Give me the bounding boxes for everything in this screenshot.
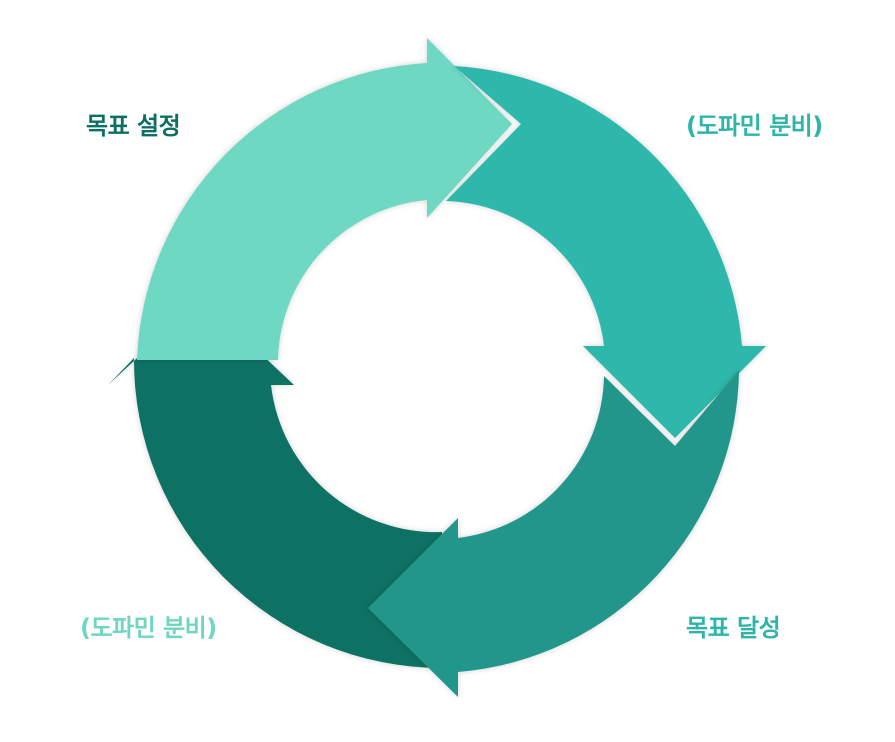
arc-arrow-bottom-right [368, 370, 739, 697]
label-goal-setting: 목표 설정 [86, 112, 181, 140]
arc-arrow-bottom-left [108, 298, 442, 668]
label-dopamine-release-bottom: (도파민 분비) [80, 614, 217, 642]
arc-top-right-shape [446, 66, 766, 438]
arc-arrow-top-right [446, 66, 766, 438]
arc-arrow-top-left [137, 38, 512, 360]
arc-bottom-right-shape [368, 370, 739, 697]
arc-top-left-shape [137, 38, 512, 360]
label-dopamine-release-top: (도파민 분비) [686, 112, 823, 140]
arc-bottom-left-shape [108, 298, 442, 668]
label-goal-achievement: 목표 달성 [686, 614, 781, 642]
